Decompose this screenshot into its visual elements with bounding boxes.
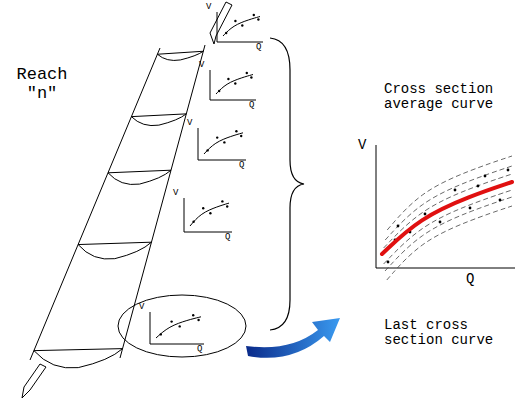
axis-label: V	[206, 3, 216, 13]
axis-label: Q	[197, 345, 207, 355]
caption-text: Last cross section curve	[384, 318, 502, 349]
flow-arrow-bottom	[22, 364, 46, 398]
axis-label: Q	[256, 43, 266, 53]
grouping-brace	[270, 38, 304, 330]
axis-label: Q	[466, 272, 480, 287]
caption-text: Cross section average curve	[384, 82, 512, 113]
axis-label: V	[187, 119, 197, 129]
highlight-ellipse	[118, 295, 246, 357]
axis-label: V	[139, 303, 149, 313]
section-charts	[150, 12, 263, 344]
axis-label: V	[173, 189, 183, 199]
flow-arrow-top	[210, 2, 232, 44]
axis-label: Q	[249, 101, 259, 111]
axis-label: Q	[225, 233, 235, 243]
average-chart	[376, 145, 515, 280]
axis-label: V	[358, 138, 372, 153]
axis-label: V	[199, 61, 209, 71]
axis-label: Q	[239, 161, 249, 171]
pointer-arrow	[246, 318, 340, 358]
reach-name: Reach "n"	[10, 66, 74, 103]
